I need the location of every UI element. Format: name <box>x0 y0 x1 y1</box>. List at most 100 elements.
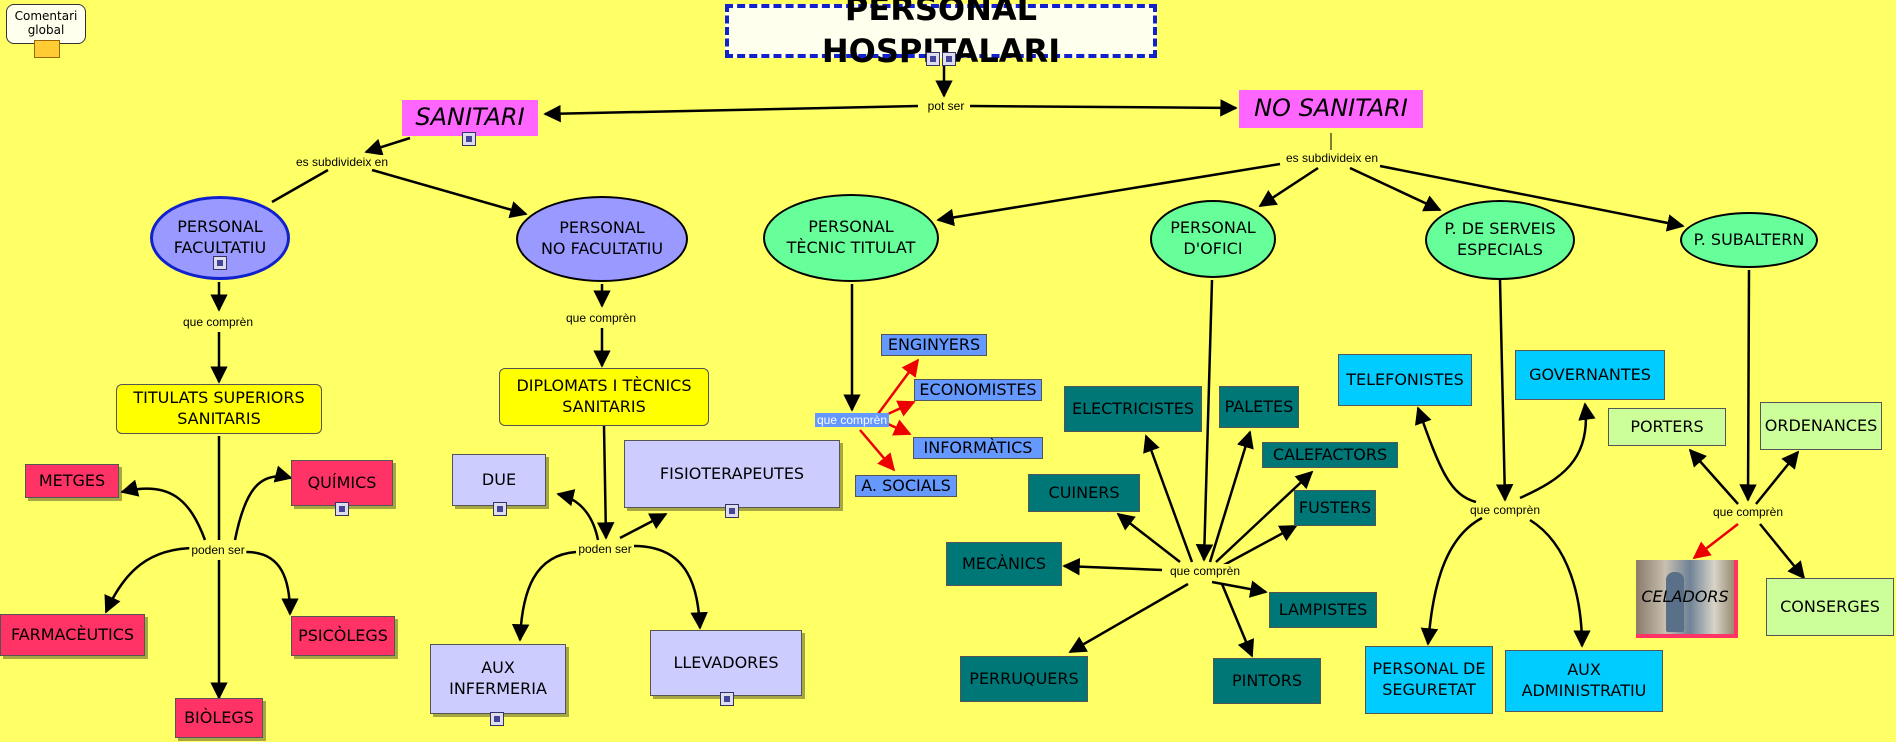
node-informatics[interactable]: INFORMÀTICS <box>913 437 1043 459</box>
link-podenser-llevadores <box>633 544 708 630</box>
link-subaltern-qc <box>1739 269 1757 502</box>
link-qc-paletes <box>1208 430 1254 563</box>
node-llevadores[interactable]: LLEVADORES <box>650 630 802 696</box>
label-es-subdivideix-left: es subdivideix en <box>293 155 391 169</box>
label-pot-ser: pot ser <box>925 99 967 113</box>
diplomats-label: DIPLOMATS I TÈCNICS SANITARIS <box>516 376 692 416</box>
link-podenser-metges <box>120 479 207 541</box>
node-aux-administratiu[interactable]: AUX ADMINISTRATIU <box>1505 650 1663 712</box>
link-qc-telefonistes <box>1415 406 1477 504</box>
aux-infermeria-image-icon[interactable] <box>490 712 504 726</box>
comment-attachment-icon[interactable] <box>34 40 60 58</box>
node-economistes[interactable]: ECONOMISTES <box>914 379 1042 401</box>
link-podenser-psicolegs <box>245 550 299 616</box>
node-titulats-superiors[interactable]: TITULATS SUPERIORS SANITARIS <box>116 384 322 434</box>
link-sanitari-essub <box>364 136 411 156</box>
node-serveis-especials[interactable]: P. DE SERVEIS ESPECIALS <box>1425 200 1575 280</box>
node-perruquers[interactable]: PERRUQUERS <box>960 656 1088 702</box>
node-no-sanitari[interactable]: NO SANITARI <box>1239 90 1423 128</box>
quimics-attachment-icon[interactable] <box>335 502 349 516</box>
label-que-compren-tecnic: que comprèn <box>814 413 890 427</box>
node-lampistes[interactable]: LAMPISTES <box>1269 592 1377 628</box>
node-cuiners[interactable]: CUINERS <box>1028 474 1140 512</box>
link-qc-socials <box>859 429 896 472</box>
node-conserges[interactable]: CONSERGES <box>1766 578 1894 636</box>
link-qc-lampistes <box>1211 580 1268 598</box>
link-qc-seguretat <box>1420 516 1483 646</box>
link-serveis-qc <box>1495 279 1514 502</box>
link-ofici-qc <box>1195 279 1214 562</box>
link-essub-subaltern <box>1379 164 1685 232</box>
node-telefonistes[interactable]: TELEFONISTES <box>1338 354 1472 406</box>
label-poden-ser-nofacultatiu: poden ser <box>576 542 634 556</box>
celadors-label: CELADORS <box>1641 586 1729 606</box>
node-psicolegs[interactable]: PSICÒLEGS <box>291 616 395 656</box>
node-electricistes[interactable]: ELECTRICISTES <box>1064 386 1202 432</box>
node-calefactors[interactable]: CALEFACTORS <box>1262 442 1398 468</box>
comment-line-2: global <box>27 23 65 37</box>
node-governantes[interactable]: GOVERNANTES <box>1515 350 1665 400</box>
node-subaltern[interactable]: P. SUBALTERN <box>1680 212 1818 268</box>
node-personal-facultatiu[interactable]: PERSONAL FACULTATIU <box>150 196 290 280</box>
node-due[interactable]: DUE <box>452 454 546 506</box>
link-qc-economistes <box>887 400 916 417</box>
global-comment-note[interactable]: Comentari global <box>6 4 86 44</box>
title-attachment-icon[interactable] <box>926 52 940 66</box>
node-personal-no-facultatiu[interactable]: PERSONAL NO FACULTATIU <box>516 196 688 282</box>
link-essub-facultatiu <box>271 168 329 204</box>
link-qc-informatics <box>887 419 912 436</box>
link-essub-tecnic <box>936 162 1281 227</box>
link-potser-sanitari <box>543 104 919 123</box>
node-biolegs[interactable]: BIÒLEGS <box>175 698 263 738</box>
link-diplomats-podenser <box>596 425 615 540</box>
label-poden-ser-facultatiu: poden ser <box>189 543 247 557</box>
node-celadors[interactable]: CELADORS <box>1636 560 1738 638</box>
title-attachment-icon-2[interactable] <box>942 52 956 66</box>
fisioterapeutes-image-icon[interactable] <box>725 504 739 518</box>
node-personal-tecnic-titulat[interactable]: PERSONAL TÈCNIC TITULAT <box>763 194 939 282</box>
node-ordenances[interactable]: ORDENANCES <box>1760 402 1882 450</box>
label-que-compren-subaltern: que comprèn <box>1710 505 1786 519</box>
label-que-compren-facultatiu: que comprèn <box>180 315 256 329</box>
link-qc-ordenances <box>1755 450 1800 505</box>
node-fisioterapeutes[interactable]: FISIOTERAPEUTES <box>624 440 840 508</box>
node-mecanics[interactable]: MECÀNICS <box>946 542 1062 586</box>
label-es-subdivideix-right: es subdivideix en <box>1283 151 1381 165</box>
node-metges[interactable]: METGES <box>25 464 119 498</box>
link-podenser-auxinf <box>511 550 577 642</box>
node-enginyers[interactable]: ENGINYERS <box>881 334 987 356</box>
sanitari-audio-icon[interactable] <box>462 132 476 146</box>
due-image-icon[interactable] <box>493 502 507 516</box>
llevadores-image-icon[interactable] <box>720 692 734 706</box>
node-aux-infermeria[interactable]: AUX INFERMERIA <box>430 644 566 714</box>
link-qc-auxadmin <box>1529 518 1591 648</box>
link-potser-nosanitari <box>969 99 1238 117</box>
node-farmaceutics[interactable]: FARMACÈUTICS <box>0 614 145 656</box>
node-quimics[interactable]: QUÍMICS <box>291 460 393 506</box>
link-qc-pintors <box>1220 583 1255 658</box>
link-qc-enginyers <box>876 358 920 415</box>
link-qc-governantes <box>1519 402 1596 500</box>
node-personal-ofici[interactable]: PERSONAL D'OFICI <box>1150 200 1276 278</box>
link-podenser-fisio <box>619 512 668 540</box>
node-a-socials[interactable]: A. SOCIALS <box>855 475 957 497</box>
link-podenser-farmaceutics <box>104 546 197 614</box>
serveis-label: P. DE SERVEIS ESPECIALS <box>1444 219 1556 259</box>
node-diplomats-tecnics[interactable]: DIPLOMATS I TÈCNICS SANITARIS <box>499 368 709 426</box>
link-qc-celadors <box>1692 523 1739 560</box>
page-title: PERSONAL HOSPITALARI <box>725 0 1157 70</box>
tecnic-label: PERSONAL TÈCNIC TITULAT <box>786 217 916 257</box>
subaltern-label: P. SUBALTERN <box>1693 229 1805 249</box>
node-paletes[interactable]: PALETES <box>1219 386 1299 428</box>
node-fusters[interactable]: FUSTERS <box>1294 490 1376 526</box>
link-essub-ofici <box>1258 166 1319 208</box>
titulats-label: TITULATS SUPERIORS SANITARIS <box>133 388 305 428</box>
node-personal-seguretat[interactable]: PERSONAL DE SEGURETAT <box>1365 646 1493 714</box>
link-qc-perruquers <box>1068 582 1189 654</box>
node-pintors[interactable]: PINTORS <box>1213 658 1321 704</box>
node-porters[interactable]: PORTERS <box>1608 408 1726 446</box>
node-sanitari[interactable]: SANITARI <box>402 100 538 136</box>
link-podenser-quimics <box>233 465 293 541</box>
facultatiu-attachment-icon[interactable] <box>213 256 227 270</box>
